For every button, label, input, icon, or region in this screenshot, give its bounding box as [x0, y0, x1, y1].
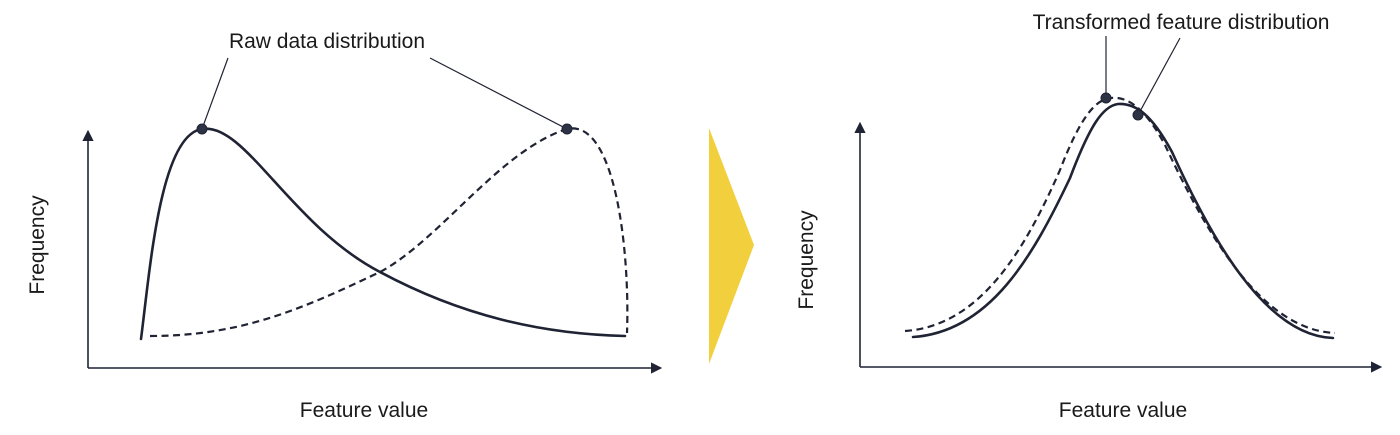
right-x-axis-label: Feature value [1059, 399, 1187, 422]
left-leader-line-2 [429, 57, 568, 130]
right-peak-marker-1 [1100, 92, 1112, 104]
transform-arrow [709, 128, 754, 364]
left-skewed-right-curve [139, 127, 627, 341]
left-peak-marker-2 [561, 123, 573, 135]
right-peak-marker-2 [1132, 109, 1144, 121]
right-panel: Transformed feature distribution Feature… [795, 11, 1383, 422]
right-y-axis-label: Frequency [795, 210, 818, 310]
left-panel: Raw data distribution Feature value Freq… [26, 30, 663, 422]
right-leader-line-2 [1137, 37, 1181, 116]
left-skewed-left-curve [149, 127, 629, 338]
left-annotation-label: Raw data distribution [229, 30, 425, 53]
right-transformed-solid-curve [911, 102, 1335, 340]
right-transformed-dashed-curve [904, 96, 1336, 335]
left-peak-marker-1 [196, 123, 208, 135]
left-y-axis-label: Frequency [26, 195, 49, 295]
left-leader-line-1 [201, 57, 229, 130]
right-annotation-label: Transformed feature distribution [1033, 11, 1330, 34]
left-x-axis-label: Feature value [300, 399, 428, 422]
